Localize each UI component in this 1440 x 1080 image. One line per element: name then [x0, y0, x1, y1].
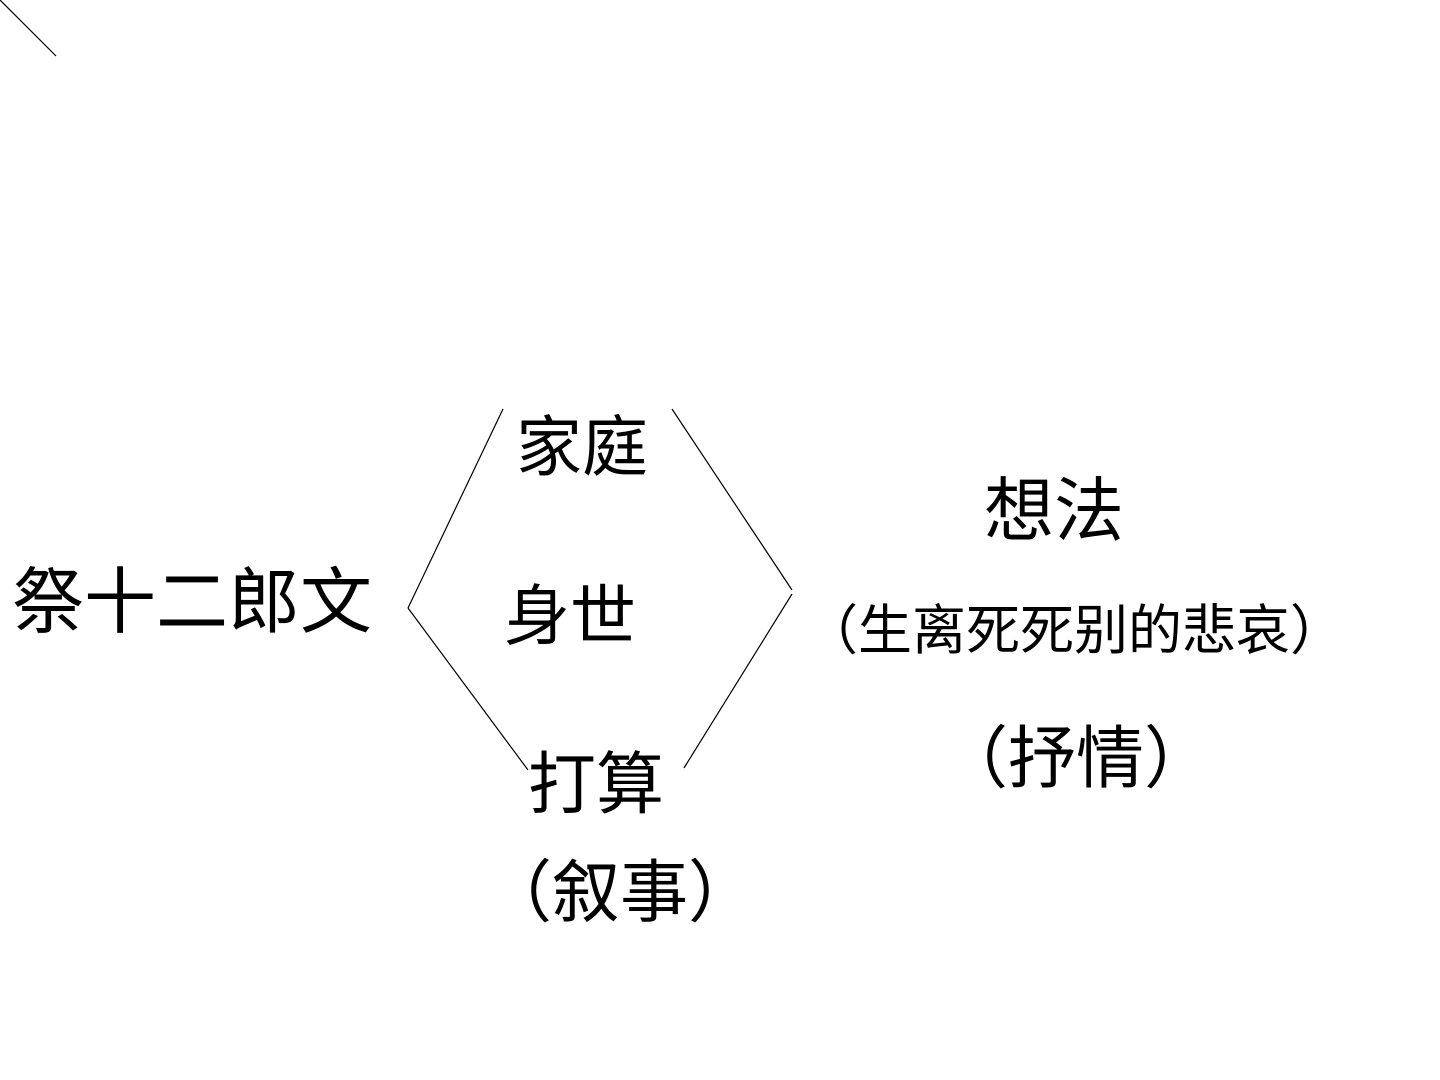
corner-stroke — [0, 0, 57, 57]
item-background: 身世 — [504, 578, 636, 655]
left-lower-bracket-line — [407, 607, 529, 771]
grief-detail: （生离死死别的悲哀） — [804, 599, 1344, 662]
left-upper-bracket-line — [407, 408, 504, 609]
right-upper-bracket-line — [671, 408, 793, 591]
main-title: 祭十二郎文 — [12, 560, 373, 644]
item-plans: 打算 — [528, 746, 665, 825]
lyric-mode-label: （抒情） — [940, 720, 1213, 799]
narrative-mode-label: （叙事） — [484, 854, 757, 933]
right-lower-bracket-line — [683, 593, 793, 769]
item-family: 家庭 — [516, 409, 648, 486]
thoughts-heading: 想法 — [984, 470, 1124, 552]
